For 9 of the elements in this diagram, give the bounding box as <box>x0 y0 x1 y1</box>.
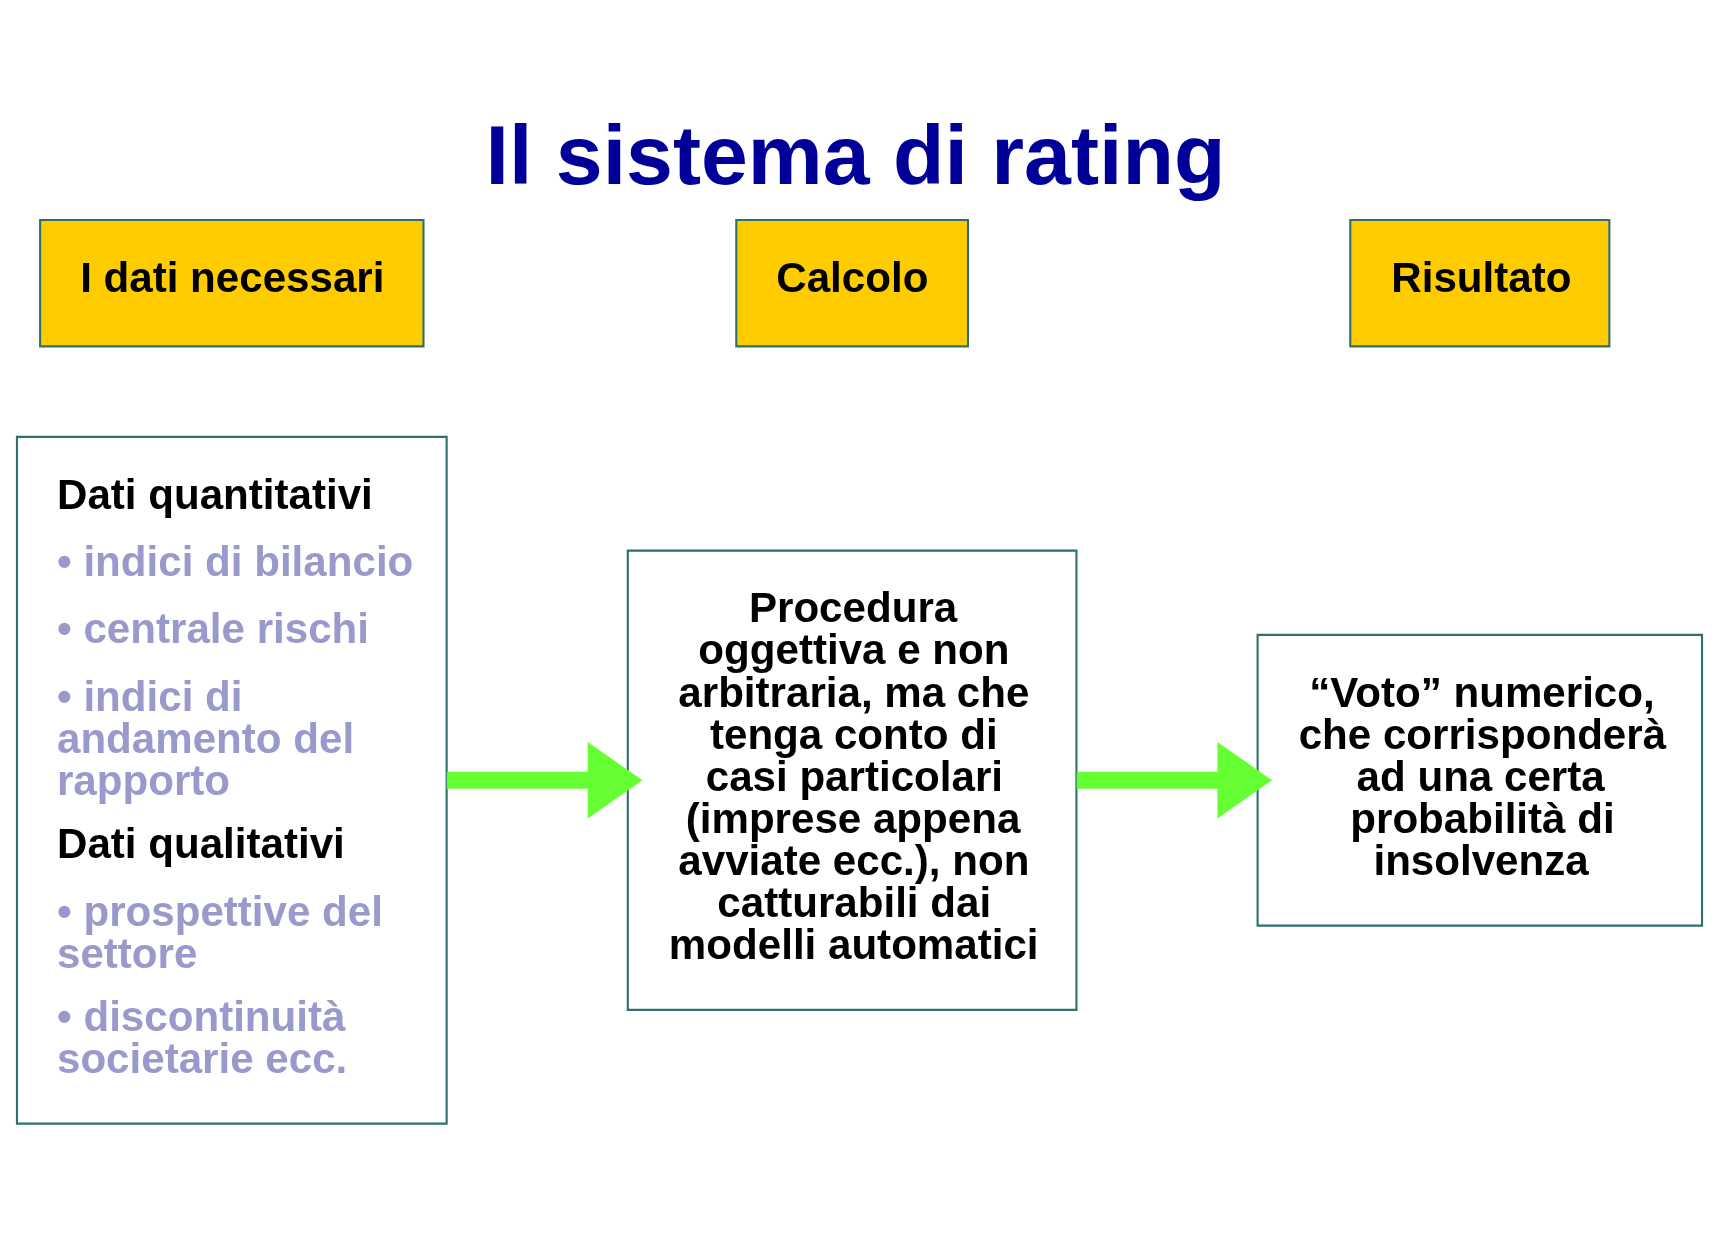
node-box: I dati necessari <box>39 218 425 348</box>
node-box: Procedura oggettiva e non arbitraria, ma che tenga conto di casi particolari (imprese appena avviate ecc.), non catturabili dai modelli automatici <box>626 549 1078 1011</box>
diagram-title: Il sistema di rating <box>485 108 1226 203</box>
node-box: Calcolo <box>735 218 970 348</box>
node-box: “Voto” numerico, che corrisponderà ad una certa probabilità di insolvenza <box>1256 633 1704 927</box>
node-box: Risultato <box>1349 218 1611 348</box>
node-box: Dati quantitativi • indici di bilancio • centrale rischi • indici di andamento del rapporto Dati qualitativi • prospettive del settore • discontinuità societarie ecc. <box>15 435 448 1125</box>
arrow <box>1076 741 1273 819</box>
arrow <box>446 741 643 819</box>
